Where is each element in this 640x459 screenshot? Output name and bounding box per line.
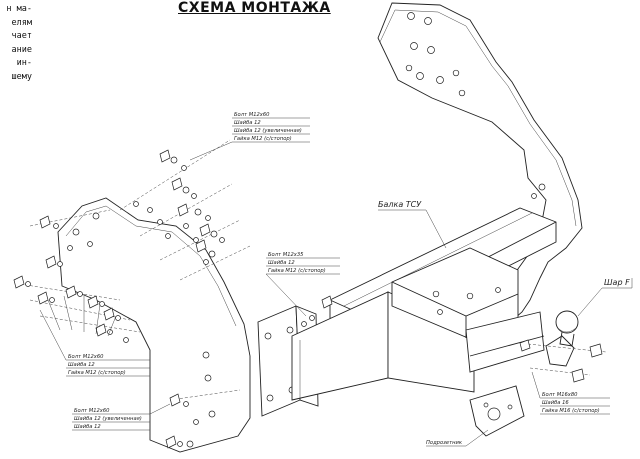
callout-line: Шайба 12 (увеличенная): [74, 416, 142, 422]
fasteners-left: [13, 209, 141, 343]
callout-bracket: Подрозетник: [426, 440, 463, 446]
callout-line: Болт М12х60: [68, 354, 104, 360]
callout-line: Гайка М16 (с/стопор): [542, 408, 600, 414]
callout-set-ball: Болт М16х80 Шайба 16 Гайка М16 (с/стопор…: [542, 392, 600, 414]
callout-set-center: Болт М12х35 Шайба 12 Гайка М12 (с/стопор…: [268, 252, 326, 274]
side-text-line: шему: [11, 71, 32, 82]
cropped-side-text: н ма- елям чает ание ин- шему: [0, 3, 32, 84]
plate-bolt-holes: [405, 12, 546, 199]
callout-ball: Шар F: [604, 278, 630, 287]
callout-line: Болт М16х80: [542, 392, 578, 398]
side-text-line: н ма-: [6, 4, 32, 14]
socket-bracket: [469, 385, 525, 437]
callout-line: Шайба 12: [234, 120, 261, 126]
left-mounting-plate: [57, 197, 251, 453]
fasteners-center: [301, 295, 333, 327]
callout-line: Шайба 12 (увеличенная): [234, 128, 302, 134]
callout-beam: Балка ТСУ: [378, 200, 422, 209]
callout-line: Гайка М12 (с/стопор): [68, 370, 126, 376]
left-plate-bolt-holes: [72, 212, 216, 448]
callout-line: Шайба 16: [542, 400, 569, 406]
callout-set-left-mid: Болт М12х60 Шайба 12 Гайка М12 (с/стопор…: [68, 354, 126, 376]
fasteners-bottom-left: [165, 389, 241, 449]
callout-line: Шайба 12: [68, 362, 95, 368]
callout-leaders: [39, 117, 633, 447]
ball-bolts: [519, 339, 603, 383]
tow-ball: [519, 310, 607, 383]
callout-set-top-left: Болт М12х60 Шайба 12 Шайба 12 (увеличенн…: [234, 112, 302, 142]
tow-bar-beam: [257, 207, 557, 417]
callout-line: Болт М12х35: [268, 252, 304, 258]
callout-line: Болт М12х60: [234, 112, 270, 118]
diagram-title: СХЕМА МОНТАЖА: [178, 0, 331, 16]
callout-line: Шайба 12: [268, 260, 295, 266]
callout-set-left-bottom: Болт М12х60 Шайба 12 (увеличенная) Шайба…: [74, 408, 142, 430]
callout-line: Гайка М12 (с/стопор): [234, 136, 292, 142]
callout-line: Гайка М12 (с/стопор): [268, 268, 326, 274]
side-text-line: чает: [11, 31, 32, 41]
callout-line: Болт М12х60: [74, 408, 110, 414]
right-mounting-plate: [377, 2, 583, 319]
side-text-line: ание: [11, 44, 32, 55]
callout-line: Шайба 12: [74, 424, 101, 430]
side-text-line: ин-: [16, 58, 32, 68]
fasteners-top-left: [119, 139, 251, 281]
side-text-line: елям: [11, 17, 32, 28]
